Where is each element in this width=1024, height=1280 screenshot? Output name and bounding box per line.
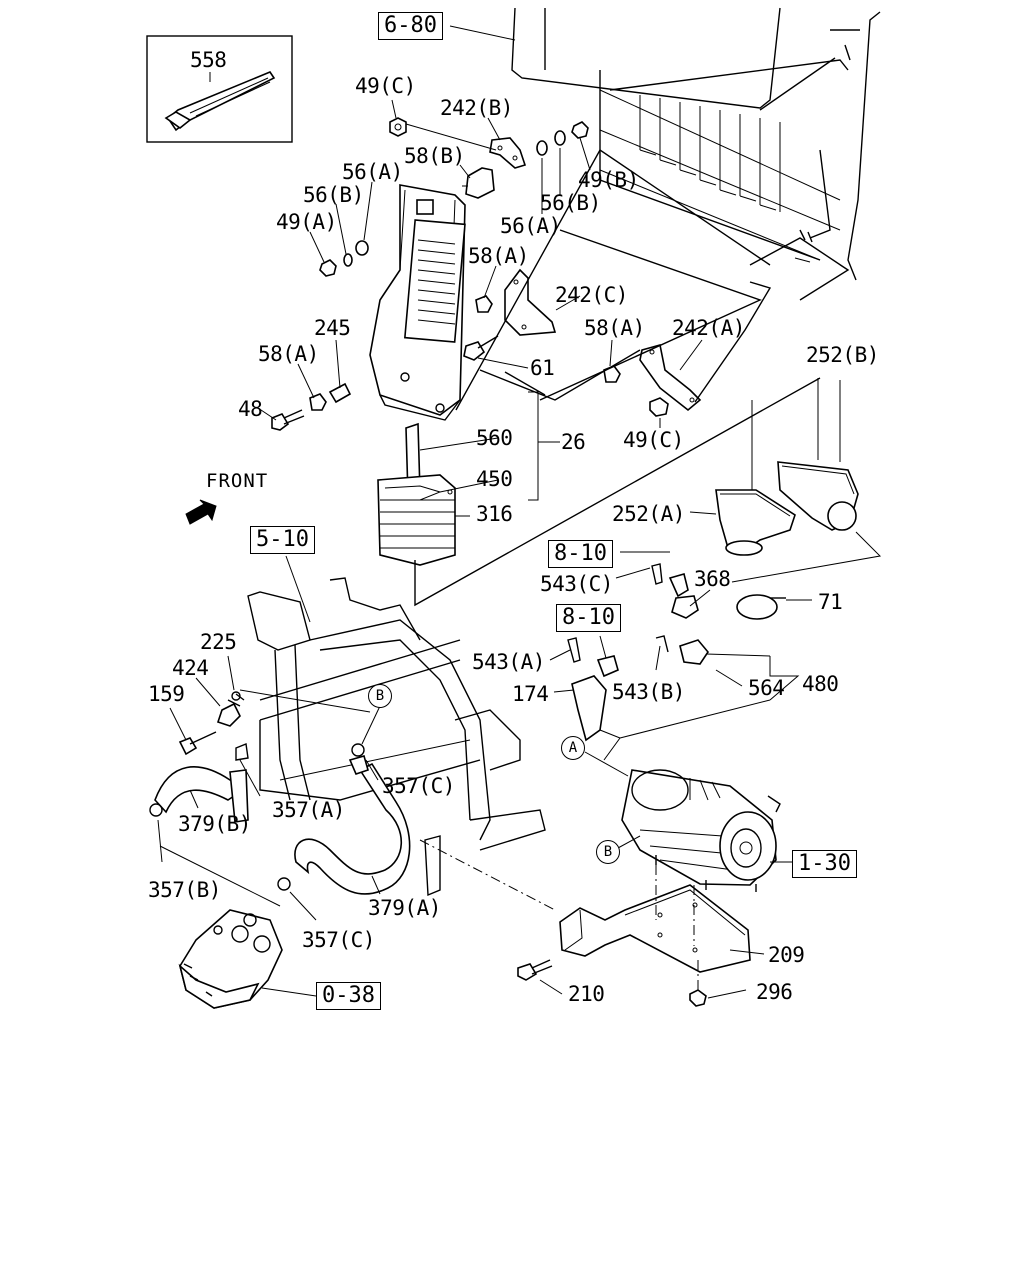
callout-56b-left: 56(B) [303, 183, 364, 207]
callout-71: 71 [818, 590, 843, 614]
mount-bracket-209-drawing [517, 884, 751, 1007]
callout-56b-mid: 56(B) [540, 191, 601, 215]
callout-357c-low: 357(C) [302, 928, 375, 952]
callout-357a: 357(A) [272, 798, 345, 822]
callout-357c-top: 357(C) [382, 774, 455, 798]
ref-box-0-38: 0-38 [316, 982, 381, 1010]
sensor-174-drawing [567, 637, 619, 742]
front-direction-arrow [185, 499, 217, 525]
callout-58a-left: 58(A) [258, 342, 319, 366]
pump-unit-drawing [178, 909, 283, 1009]
callout-225: 225 [200, 630, 237, 654]
callout-316: 316 [476, 502, 513, 526]
callout-58a-right: 58(A) [584, 316, 645, 340]
ref-box-1-30: 1-30 [792, 850, 857, 878]
ref-box-8-10-lower: 8-10 [556, 604, 621, 632]
clamp-and-bracket-drawing [651, 563, 786, 665]
air-duct-assembly-drawing [369, 184, 466, 421]
callout-558: 558 [190, 48, 227, 72]
fasteners-drawing [271, 117, 669, 431]
callout-49b: 49(B) [578, 168, 639, 192]
callout-26: 26 [561, 430, 586, 454]
intake-cover-drawing [715, 461, 859, 556]
callout-252b: 252(B) [806, 343, 879, 367]
callout-245: 245 [314, 316, 351, 340]
callout-56a-left: 56(A) [342, 160, 403, 184]
cab-structure-drawing [511, 7, 881, 301]
callout-296: 296 [756, 980, 793, 1004]
callout-49a: 49(A) [276, 210, 337, 234]
intake-boot-drawing [377, 422, 456, 566]
callout-543b: 543(B) [612, 680, 685, 704]
callout-48: 48 [238, 397, 263, 421]
circle-mark-a-lower-left: A [561, 736, 585, 760]
callout-357b: 357(B) [148, 878, 221, 902]
callout-56a-mid: 56(A) [500, 214, 561, 238]
callout-560: 560 [476, 426, 513, 450]
callout-379a: 379(A) [368, 896, 441, 920]
callout-242b: 242(B) [440, 96, 513, 120]
callout-209: 209 [768, 943, 805, 967]
callout-58b: 58(B) [404, 144, 465, 168]
leader-lines [157, 25, 882, 999]
callout-543c: 543(C) [540, 572, 613, 596]
callout-174: 174 [512, 682, 549, 706]
callout-424: 424 [172, 656, 209, 680]
callout-450: 450 [476, 467, 513, 491]
cable-tie-inset [146, 35, 293, 143]
callout-49c-low: 49(C) [623, 428, 684, 452]
circle-mark-b-cleaner: B [596, 840, 620, 864]
ref-box-8-10-upper: 8-10 [548, 540, 613, 568]
callout-49c-top: 49(C) [355, 74, 416, 98]
front-label: FRONT [206, 470, 269, 492]
callout-210: 210 [568, 982, 605, 1006]
frame-crossmember-drawing [247, 577, 546, 897]
brackets-drawing [489, 137, 702, 412]
callout-480: 480 [802, 672, 839, 696]
air-cleaner-drawing [621, 769, 781, 892]
hoses-and-clamps-drawing [149, 691, 411, 895]
callout-543a: 543(A) [472, 650, 545, 674]
callout-379b: 379(B) [178, 812, 251, 836]
callout-58a-top: 58(A) [468, 244, 529, 268]
callout-368: 368 [694, 567, 731, 591]
callout-564: 564 [748, 676, 785, 700]
callout-242a: 242(A) [672, 316, 745, 340]
ref-box-5-10: 5-10 [250, 526, 315, 554]
circle-mark-b-top: B [368, 684, 392, 708]
callout-252a: 252(A) [612, 502, 685, 526]
callout-159: 159 [148, 682, 185, 706]
callout-61: 61 [530, 356, 555, 380]
callout-242c: 242(C) [555, 283, 628, 307]
ref-box-6-80: 6-80 [378, 12, 443, 40]
